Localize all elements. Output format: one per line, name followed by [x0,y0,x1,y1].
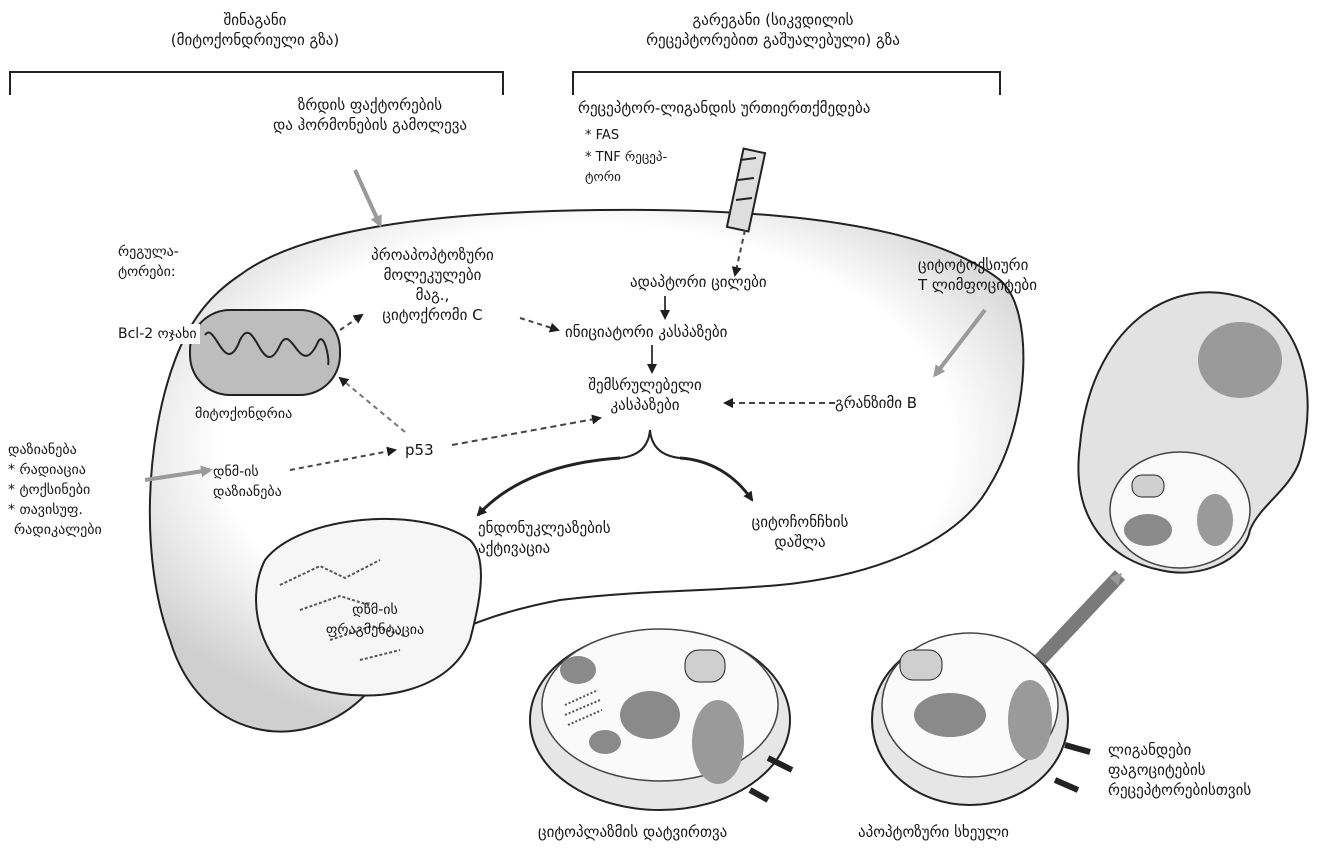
executioner-caspases: შემსრულებელი კასპაზები [565,375,725,415]
trigger-line2: და ჰორმონების გამოლევა [250,115,490,135]
extrinsic-title-line1: გარეგანი (სიკვდილის [588,10,958,30]
endonuclease-activation: ენდონუკლეაზების აქტივაცია [478,518,611,558]
dna-fragmentation-line1: დნმ-ის [300,600,450,620]
dna-damage-line2: დაზიანება [213,482,282,502]
injury-list: დაზიანება * რადიაცია * ტოქსინები * თავის… [8,440,102,540]
fas-label: * FAS [585,126,619,146]
proapoptotic-molecules: პროაპოპტოზური მოლეკულები მაგ., ციტოქრომი… [340,245,525,325]
apoptotic-body [872,633,1090,805]
endonuclease-line1: ენდონუკლეაზების [478,518,611,538]
dna-fragmentation-line2: ფრაგმენტაცია [300,620,450,640]
proapoptotic-line4: ციტოქრომი C [340,305,525,325]
ligands-line2: ფაგოციტების [1108,760,1251,780]
mitochondria-label: მიტოქონდრია [195,404,292,424]
intrinsic-title-line1: შინაგანი [160,10,350,30]
phagocyte [1078,292,1307,572]
cytoskeleton-breakdown: ციტოჩონჩხის დაშლა [735,512,865,552]
dna-fragmentation: დნმ-ის ფრაგმენტაცია [300,600,450,640]
p53-label: p53 [405,440,434,460]
initiator-caspases: ინიციატორი კასპაზები [565,322,727,342]
adapter-proteins: ადაპტორი ცილები [630,272,767,292]
endonuclease-line2: აქტივაცია [478,538,611,558]
bcl2-family-label: Bcl-2 ოჯახი [115,324,200,344]
granzyme-b: გრანზიმი B [835,393,917,413]
cytoskeleton-line1: ციტოჩონჩხის [735,512,865,532]
injury-item-2: * ტოქსინები [8,480,102,500]
proapoptotic-line2: მოლეკულები [340,265,525,285]
injury-item-3: * თავისუფ. [8,500,102,520]
tnf-line1: TNF რეცეპ- [596,150,668,165]
blebbing-cell [530,629,792,810]
injury-title: დაზიანება [8,440,102,460]
growth-factor-withdrawal: ზრდის ფაქტორების და ჰორმონების გამოლევა [250,95,490,135]
membrane-blebs-label: ციტოპლაზმის დატვირთვა [538,822,727,842]
ligands-line1: ლიგანდები [1108,740,1251,760]
arrow-growth-factors [355,170,380,225]
intrinsic-bracket [10,72,503,95]
cytoskeleton-line2: დაშლა [735,532,865,552]
intrinsic-title: შინაგანი (მიტოქონდრიული გზა) [160,10,350,50]
injury-item-1: * რადიაცია [8,460,102,480]
dna-damage-line1: დნმ-ის [213,462,282,482]
regulators-line2: ტორები: [118,262,179,282]
cytotoxic-t-cells: ციტოტოქსიური T ლიმფოციტები [918,255,1037,295]
extrinsic-title-line2: რეცეპტორებით გაშუალებული) გზა [588,30,958,50]
fas-text: FAS [596,128,619,143]
ctl-line1: ციტოტოქსიური [918,255,1037,275]
phagocyte-ligands-label: ლიგანდები ფაგოციტების რეცეპტორებისთვის [1108,740,1251,800]
receptor-ligand-interaction: რეცეპტორ-ლიგანდის ურთიერთქმედება [578,98,870,118]
executioner-line2: კასპაზები [565,395,725,415]
regulators-label: რეგულა- ტორები: [118,242,179,282]
trigger-line1: ზრდის ფაქტორების [250,95,490,115]
extrinsic-title: გარეგანი (სიკვდილის რეცეპტორებით გაშუალე… [588,10,958,50]
regulators-line1: რეგულა- [118,242,179,262]
executioner-line1: შემსრულებელი [565,375,725,395]
proapoptotic-line3: მაგ., [340,285,525,305]
mitochondrion [190,310,340,395]
proapoptotic-line1: პროაპოპტოზური [340,245,525,265]
dna-damage-label: დნმ-ის დაზიანება [213,462,282,502]
arrow-to-phagocyte [1040,575,1120,660]
ligands-line3: რეცეპტორებისთვის [1108,780,1251,800]
intrinsic-title-line2: (მიტოქონდრიული გზა) [160,30,350,50]
injury-item-4: რადიკალები [8,520,102,540]
tnf-receptor-label-2: ტორი [585,168,621,188]
ctl-line2: T ლიმფოციტები [918,275,1037,295]
extrinsic-bracket [573,72,1000,95]
apoptotic-body-label: აპოპტოზური სხეული [858,822,1009,842]
tnf-receptor-label: * TNF რეცეპ- [585,148,667,168]
